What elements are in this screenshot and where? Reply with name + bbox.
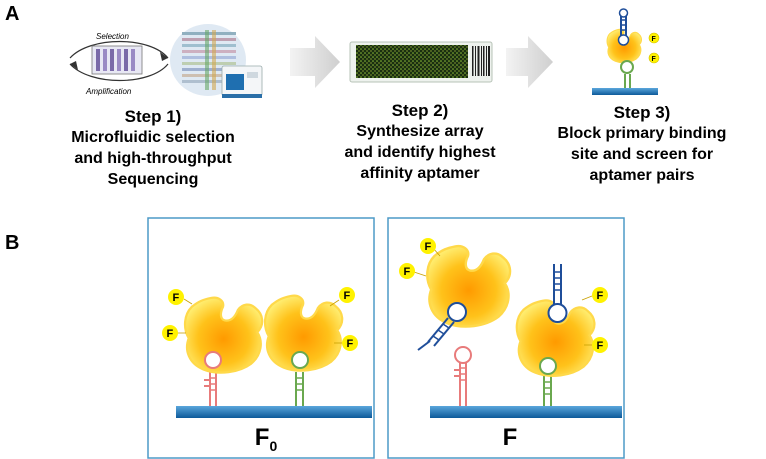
step-2-line-1: Synthesize array: [356, 123, 484, 140]
fluorophore-icon: F: [399, 263, 415, 279]
protein-bound-green-aptamer: [263, 294, 344, 406]
step-1-caption: Step 1) Microfluidic selection and high-…: [40, 106, 266, 190]
sequencer-machine-icon: [221, 65, 263, 98]
step-2-title: Step 2): [391, 101, 449, 120]
panel-a-label: A: [5, 3, 19, 25]
step-2-line-2: and identify highest: [344, 144, 496, 161]
step-3-line-1: Block primary binding: [557, 125, 727, 142]
fluorophore-icon: F: [420, 238, 436, 254]
fluorophore-icon: F: [342, 335, 358, 351]
step-3-line-2: site and screen for: [570, 146, 714, 163]
arrow-step1-to-step2: [290, 36, 340, 88]
step-3-line-3: aptamer pairs: [589, 167, 695, 184]
step-3-title: Step 3): [613, 103, 671, 122]
cycle-top-label: Selection: [96, 32, 129, 41]
fluorophore-icon: F: [592, 287, 608, 303]
fluorophore-icon: F: [648, 32, 660, 44]
green-aptamer: [295, 372, 304, 406]
arrow-step2-to-step3: [506, 36, 553, 88]
red-aptamer: [204, 372, 217, 406]
right-box-title: F: [502, 424, 518, 451]
step-1-line-1: Microfluidic selection: [71, 129, 235, 146]
blue-aptamer-tilted: [417, 302, 467, 351]
panel-b-label: B: [5, 232, 19, 254]
fluorophore-tags: F F F F F F F: [162, 238, 608, 353]
svg-text:F: F: [652, 36, 657, 43]
microarray-slide: [349, 41, 493, 83]
selection-cycle-diagram: Selection Amplification: [69, 32, 169, 96]
svg-text:F: F: [347, 338, 354, 350]
step3-sandwich-illustration: F F: [592, 8, 660, 95]
green-aptamer-right: [543, 376, 552, 406]
fluorophore-icon: F: [168, 289, 184, 305]
step-1-title: Step 1): [124, 107, 182, 126]
sandwich-protein-green-blue: [515, 264, 596, 406]
fluorophore-icon: F: [592, 337, 608, 353]
left-box-title: F0: [254, 424, 278, 454]
blue-aptamer-top: [547, 264, 568, 323]
step-1-line-2: and high-throughput: [74, 150, 232, 167]
svg-text:F: F: [597, 290, 604, 302]
fluorophore-icon: F: [648, 52, 660, 64]
surface-right: [430, 406, 622, 418]
svg-text:F: F: [167, 328, 174, 340]
protein-bound-red-aptamer: [183, 296, 264, 406]
svg-text:F: F: [652, 56, 657, 63]
svg-text:F: F: [404, 266, 411, 278]
barcode-icon: [472, 46, 490, 76]
step-2-line-3: affinity aptamer: [360, 165, 480, 182]
step-3-caption: Step 3) Block primary binding site and s…: [530, 102, 754, 186]
sequencing-data-image: [170, 24, 263, 98]
svg-text:F: F: [425, 241, 432, 253]
step-2-caption: Step 2) Synthesize array and identify hi…: [310, 100, 530, 184]
svg-text:F: F: [173, 292, 180, 304]
fluorophore-icon: F: [162, 325, 178, 341]
released-protein-with-blue-aptamer: [417, 244, 512, 351]
cycle-bottom-label: Amplification: [85, 87, 132, 96]
svg-text:F: F: [344, 290, 351, 302]
svg-text:F: F: [597, 340, 604, 352]
chip-channels-icon: [96, 49, 135, 71]
fluorophore-icon: F: [339, 287, 355, 303]
surface-left: [176, 406, 372, 418]
step-1-line-3: Sequencing: [107, 171, 199, 188]
unbound-red-aptamer: [454, 346, 472, 406]
surface-small: [592, 88, 658, 95]
